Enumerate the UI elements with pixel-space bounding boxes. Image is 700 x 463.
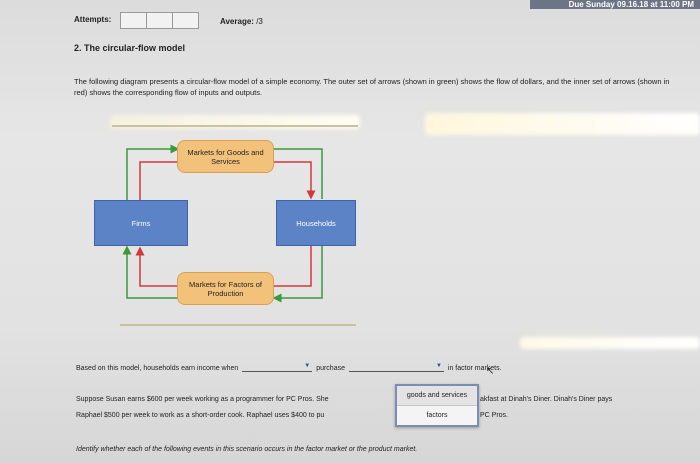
sentence-part2: purchase: [316, 365, 345, 372]
red-arrow: [139, 161, 178, 200]
divider: [120, 324, 356, 326]
green-arrow: [274, 148, 323, 199]
answer-dropdown-1[interactable]: ▼: [242, 362, 313, 372]
dropdown-menu[interactable]: goods and services factors: [395, 384, 479, 427]
red-arrow: [274, 161, 316, 200]
green-arrow: [272, 246, 323, 303]
screen-glare: [425, 113, 700, 135]
dropdown-option-factors[interactable]: factors: [426, 412, 448, 419]
green-arrow: [122, 245, 178, 299]
markets-factors-node: Markets for Factors of Production: [177, 272, 274, 305]
markets-goods-services-node: Markets for Goods and Services: [177, 140, 274, 173]
chevron-down-icon: ▼: [304, 363, 311, 369]
scenario-line: Raphael $500 per week to work as a short…: [76, 412, 325, 419]
red-arrow: [274, 246, 312, 287]
scenario-line: Suppose Susan earns $600 per week workin…: [76, 396, 329, 403]
firms-node: Firms: [94, 200, 188, 246]
due-date-bar: Due Sunday 09.16.18 at 11:00 PM: [530, 0, 700, 9]
scenario-paragraph-right: akfast at Dinah's Diner. Dinah's Diner p…: [480, 392, 680, 424]
dropdown-option-goods-services[interactable]: goods and services: [397, 386, 477, 406]
attempts-label: Attempts:: [74, 15, 112, 24]
answer-dropdown-2[interactable]: ▼: [348, 362, 444, 372]
identify-instructions: Identify whether each of the following e…: [76, 446, 418, 453]
scenario-paragraph-left: Suppose Susan earns $600 per week workin…: [76, 392, 396, 424]
fill-in-sentence: Based on this model, households earn inc…: [76, 362, 502, 372]
mouse-cursor-icon: ↖: [486, 366, 495, 377]
scenario-line: akfast at Dinah's Diner. Dinah's Diner p…: [480, 396, 613, 403]
average-value: /3: [256, 17, 263, 26]
attempt-boxes: [120, 12, 199, 29]
scenario-line: PC Pros.: [480, 412, 509, 419]
green-arrow: [126, 144, 180, 200]
households-node: Households: [276, 200, 356, 246]
sentence-part1: Based on this model, households earn inc…: [76, 365, 239, 372]
divider: [112, 125, 358, 127]
red-arrow: [135, 246, 178, 287]
sentence-part3: in factor markets.: [447, 365, 502, 372]
average-label: Average:: [220, 17, 254, 26]
screen-glare: [520, 337, 700, 349]
question-intro: The following diagram presents a circula…: [74, 77, 670, 97]
question-title: 2. The circular-flow model: [74, 43, 186, 53]
average-display: Average: /3: [220, 17, 263, 26]
chevron-down-icon: ▼: [435, 363, 442, 369]
attempt-box: [172, 12, 199, 29]
